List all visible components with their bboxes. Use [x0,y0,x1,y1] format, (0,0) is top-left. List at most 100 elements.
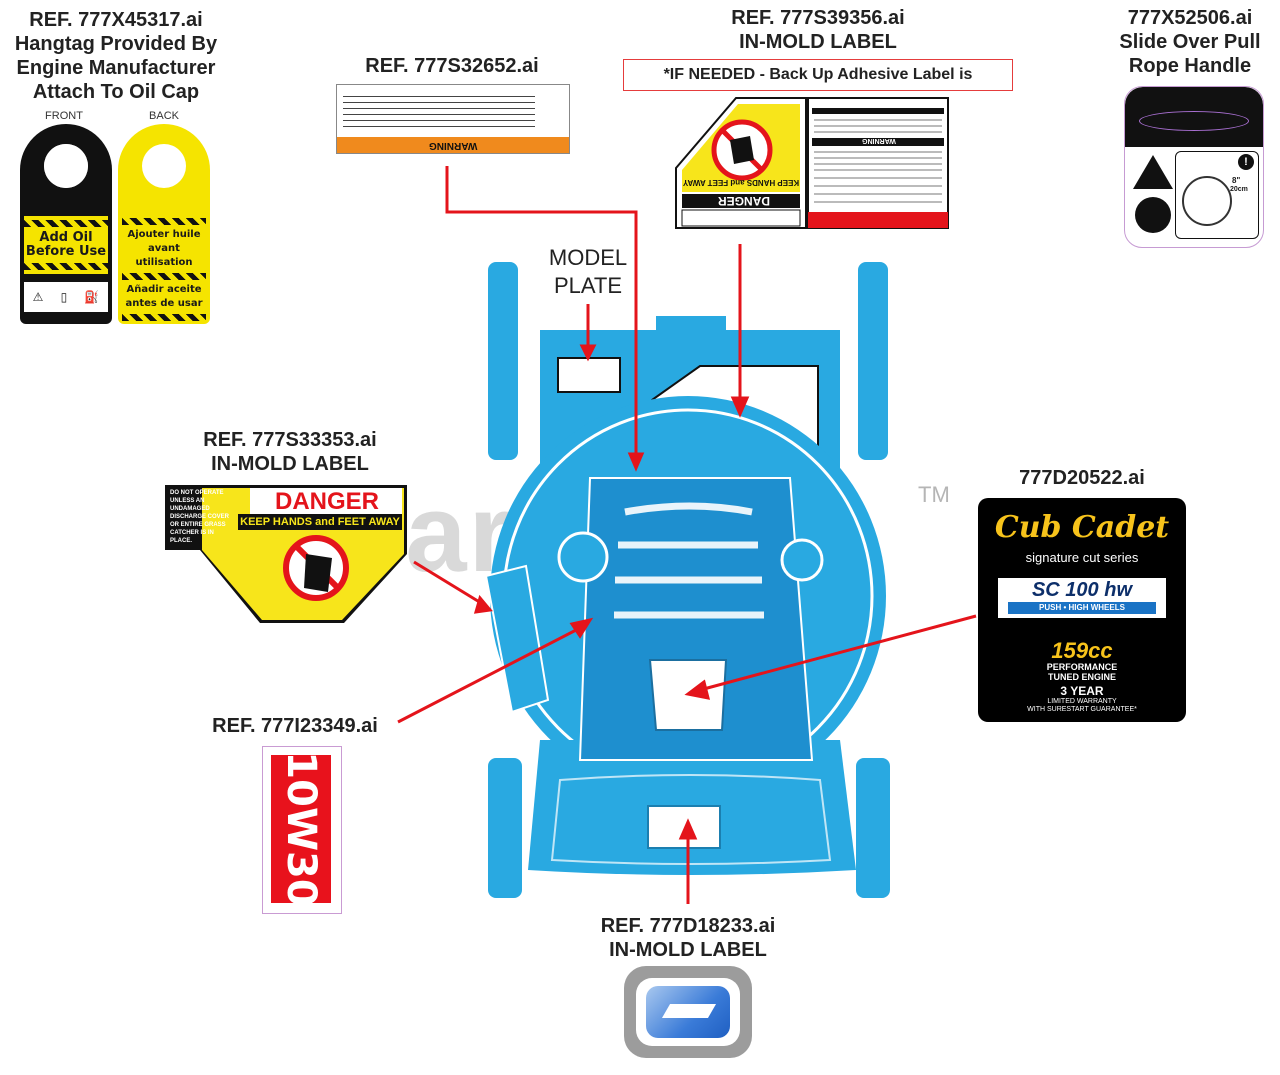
fuel-cap [557,531,609,583]
side-line: CATCHER IS IN [170,530,214,536]
hangtag-icons: ⚠ ▯ ⛽ [24,282,108,312]
cub-logo-mark [646,986,730,1038]
hangtag-ref: REF. 777X45317.ai Hangtag Provided By En… [0,8,232,104]
warning-label-header: WARNING [337,137,569,153]
decal-ref: 777D20522.ai [1019,467,1145,489]
rope-pull-diagram: 8" 20cm ! [1175,151,1259,239]
cub-warranty-2: WITH SURESTART GUARANTEE* [1027,706,1137,713]
rope-ref-line2: Slide Over Pull [1119,31,1261,53]
manual-icon: ▯ [60,290,68,304]
if-needed-note: *IF NEEDED - Back Up Adhesive Label is 7… [623,59,1013,113]
cub-cc: 159cc [1051,638,1113,663]
oil-can-icon: ⛽ [84,290,100,304]
small-danger-side-text: DO NOT OPERATE UNLESS AN UNDAMAGED DISCH… [170,489,234,545]
cub-logo-badge [624,966,752,1058]
rear-left-wheel [488,262,518,460]
rear-right-wheel [858,262,888,460]
rope-dim-2: 20cm [1230,186,1248,193]
exclamation-icon: ! [1238,154,1254,170]
small-danger-label: DANGER KEEP HANDS and FEET AWAY DO NOT O… [164,484,408,624]
big-warning-header: WARNING [862,137,896,144]
rope-ref-line3: Rope Handle [1128,55,1252,77]
side-line: UNDAMAGED [170,506,210,512]
hangtag-front-text-2: Before Use [25,244,107,259]
hangtag-ref-line4: Attach To Oil Cap [32,81,200,103]
gear-hole-icon [142,144,186,188]
cub-engine-1: PERFORMANCE [1046,662,1118,672]
small-danger-ref-line2: IN-MOLD LABEL [211,453,369,475]
hazard-stripe [24,220,108,227]
warning-label-lines [343,91,535,129]
cub-brand: Cub Cadet [994,510,1170,545]
small-danger-subtitle: KEEP HANDS and FEET AWAY [240,516,400,528]
cub-model-sub: PUSH • HIGH WHEELS [1008,602,1156,614]
rope-handle-label: 8" 20cm ! [1124,86,1264,248]
logo-ref-line2: IN-MOLD LABEL [609,939,767,961]
oil-label: 10W30 [262,746,342,914]
hangtag-back-fr-2: avant utilisation [135,243,193,268]
cub-year: 3 YEAR [1060,684,1104,698]
warning-triangle-icon [1133,155,1173,189]
big-danger-label-art [675,97,949,229]
small-danger-title: DANGER [274,488,379,515]
front-right-wheel [856,758,890,898]
gear-hole-icon [44,144,88,188]
cub-logo-inner [636,978,740,1046]
hangtag-ref-line1: REF. 777X45317.ai [29,9,203,31]
hangtag-back-panel: Ajouter huile avant utilisation Añadir a… [122,218,206,321]
hangtag-ref-line2: Hangtag Provided By [14,33,218,55]
read-manual-icon [1135,197,1171,233]
cub-engine-2: TUNED ENGINE [1047,672,1116,682]
hangtag-front-label: FRONT [45,110,83,122]
side-line: OR ENTIRE GRASS [170,522,226,528]
hangtag-back-es-2: antes de usar [125,298,203,309]
warning-label: WARNING [336,84,570,154]
warning-ref: REF. 777S32652.ai [365,55,539,77]
cub-model: SC 100 hw [1031,579,1133,601]
cub-logo-swoosh [661,1004,717,1018]
logo-ref-line1: REF. 777D18233.ai [600,915,776,937]
rope-handle-oval [1139,111,1249,131]
oil-label-red: 10W30 [271,751,331,907]
hangtag-front: Add Oil Before Use ⚠ ▯ ⛽ [20,124,112,324]
logo-ref: REF. 777D18233.ai IN-MOLD LABEL [560,914,816,962]
rope-handle-top [1125,87,1263,147]
warning-triangle-icon: ⚠ [32,290,44,304]
model-plate-text: MODEL PLATE [528,244,648,300]
hazard-stripe [122,273,206,280]
warning-label-header-text: WARNING [428,140,478,151]
big-danger-ref-line1: REF. 777S39356.ai [731,7,905,29]
hangtag-back-label: BACK [149,110,179,122]
hangtag-back: Ajouter huile avant utilisation Añadir a… [118,124,210,324]
cub-model-band: SC 100 hw PUSH • HIGH WHEELS [998,578,1166,618]
hazard-stripe [122,218,206,225]
trademark: TM [918,482,950,507]
front-logo-window [647,805,721,849]
side-line: DO NOT OPERATE [170,490,224,496]
hangtag-ref-line3: Engine Manufacturer [16,57,216,79]
pulley-icon [1182,176,1232,226]
model-plate-window [557,357,621,393]
hangtag-front-text-1: Add Oil [39,230,93,245]
hangtag-back-fr-1: Ajouter huile [127,229,201,240]
cub-warranty-1: LIMITED WARRANTY [1047,698,1117,705]
model-plate-line2: PLATE [553,273,623,298]
side-line: DISCHARGE COVER [170,514,230,520]
rope-ref-line1: 777X52506.ai [1127,7,1253,29]
rope-ref: 777X52506.ai Slide Over Pull Rope Handle [1100,6,1280,78]
small-danger-ref: REF. 777S33353.ai IN-MOLD LABEL [160,428,420,476]
side-line: PLACE. [170,538,193,544]
big-danger-title: DANGER [718,194,771,208]
hangtag-back-es-1: Añadir aceite [126,284,202,295]
big-danger-label: DANGER KEEP HANDS and FEET AWAY WARNING [674,94,950,230]
big-danger-keep: KEEP HANDS and FEET AWAY [682,178,800,187]
rope-dim-1: 8" [1232,176,1241,185]
hazard-stripe [24,263,108,270]
hangtag-front-panel: Add Oil Before Use [24,216,108,274]
cub-series: signature cut series [1025,550,1139,565]
front-left-wheel [488,758,522,898]
small-danger-label-art [165,485,407,623]
big-danger-ref: REF. 777S39356.ai IN-MOLD LABEL [668,6,968,54]
hazard-stripe [122,314,206,321]
